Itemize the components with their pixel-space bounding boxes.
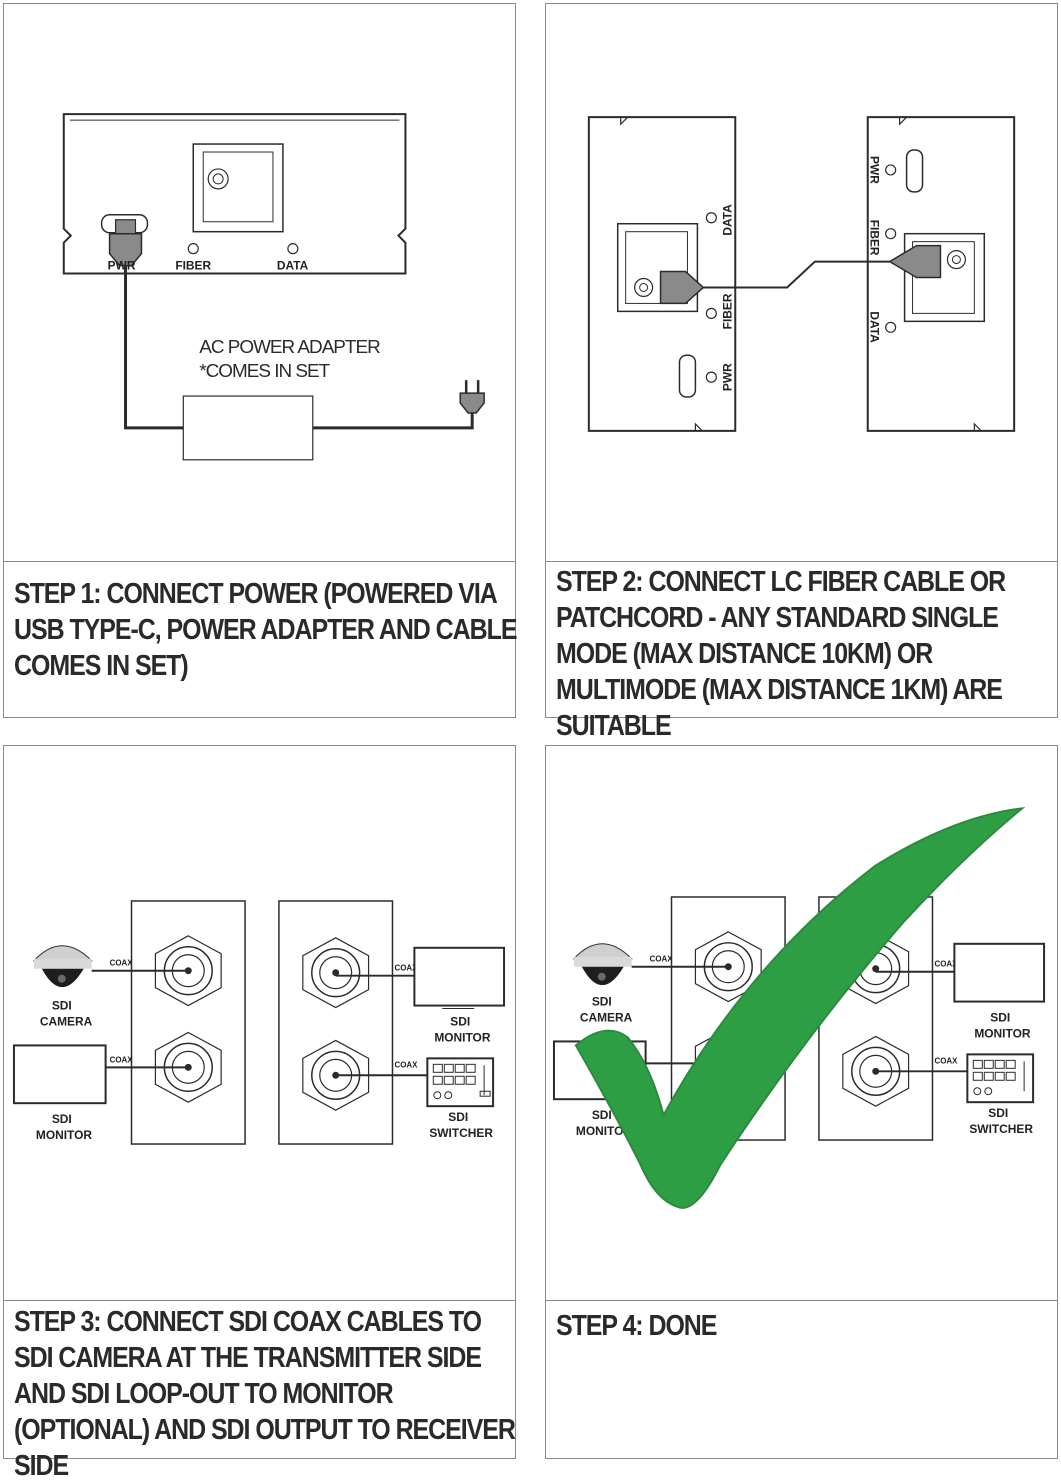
coax-label: COAX [934,1056,958,1065]
coax-label: COAX [394,964,418,973]
transmitter-device [587,116,737,432]
checkmark-icon [574,806,1026,1209]
fiber-label-left: FIBER [720,293,734,329]
coax-label: COAX [110,959,134,968]
sdi-switcher-icon [426,1057,495,1108]
converter-device [62,113,407,275]
coax-label: COAX [110,1055,134,1064]
fiber-label-right: FIBER [868,220,882,256]
step-3-caption: STEP 3: CONNECT SDI COAX CABLES TO SDI C… [14,1306,516,1482]
data-label: DATA [277,259,309,273]
camera-label-1: SDI [52,999,72,1013]
step-4-caption: STEP 4: DONE [556,1310,717,1342]
power-connection-diagram: PWR FIBER DATA AC POWER ADAPTER *COMES I… [4,113,515,562]
sdi-monitor-right [953,942,1046,1003]
monitor-right-label-1: SDI [450,1014,470,1028]
step-2-caption: STEP 2: CONNECT LC FIBER CABLE OR PATCHC… [556,566,1006,742]
step-2-panel: DATA FIBER PWR PWR FIBER DATA STEP 2: CO… [545,3,1058,742]
monitor-right-label-1: SDI [990,1011,1010,1025]
pwr-label-left: PWR [720,363,734,391]
camera-label-2: CAMERA [40,1014,93,1028]
switcher-label-2: SWITCHER [429,1126,493,1140]
monitor-right-label-2: MONITOR [434,1030,491,1044]
step-3-panel: SDI CAMERA SDI MONITOR COAX [3,745,516,1482]
camera-label-2: CAMERA [580,1011,633,1025]
monitor-right-label-2: MONITOR [974,1026,1031,1040]
switcher-label-1: SDI [448,1110,468,1124]
monitor-left-label-1: SDI [592,1108,612,1122]
bnc-connector-icon [302,937,370,1009]
data-label-right: DATA [868,311,882,343]
sdi-monitor-right [413,946,506,1007]
pwr-label-right: PWR [868,156,882,184]
dome-camera-icon [572,943,633,986]
step-4-panel: SDI CAMERA SDI MONITOR COAX [545,745,1058,1459]
sdi-transmitter-device [130,900,246,1145]
receiver-device [866,116,1016,432]
done-diagram: SDI CAMERA SDI MONITOR COAX [546,806,1057,1301]
sdi-connection-diagram: SDI CAMERA SDI MONITOR COAX [4,900,515,1301]
fiber-cable [703,260,890,289]
usb-c-plug-icon [108,219,143,267]
step-1-caption: STEP 1: CONNECT POWER (POWERED VIA USB T… [14,578,517,682]
adapter-label-line1: AC POWER ADAPTER [199,337,380,358]
adapter-label-line2: *COMES IN SET [199,361,330,382]
monitor-left-label-2: MONITOR [36,1128,93,1142]
wall-plug-icon [459,380,485,414]
switcher-label-1: SDI [988,1106,1008,1120]
coax-label: COAX [650,955,674,964]
switcher-label-2: SWITCHER [969,1122,1033,1136]
sdi-switcher-icon [966,1053,1035,1104]
monitor-left-label-2: MONITOR [576,1124,633,1138]
step-1-panel: PWR FIBER DATA AC POWER ADAPTER *COMES I… [3,3,517,718]
lc-connector-right-icon [888,244,942,279]
sdi-monitor-left [12,1044,107,1105]
pwr-label: PWR [108,259,136,273]
dome-camera-icon [32,945,93,988]
sdi-receiver-device [278,900,394,1145]
fiber-connection-diagram: DATA FIBER PWR PWR FIBER DATA [546,116,1057,562]
coax-label: COAX [394,1060,418,1069]
monitor-left-label-1: SDI [52,1112,72,1126]
fiber-label: FIBER [175,259,211,273]
lc-connector-left-icon [659,270,705,305]
coax-label: COAX [934,960,958,969]
camera-label-1: SDI [592,995,612,1009]
data-label-left: DATA [720,204,734,236]
power-adapter-box [182,395,314,461]
